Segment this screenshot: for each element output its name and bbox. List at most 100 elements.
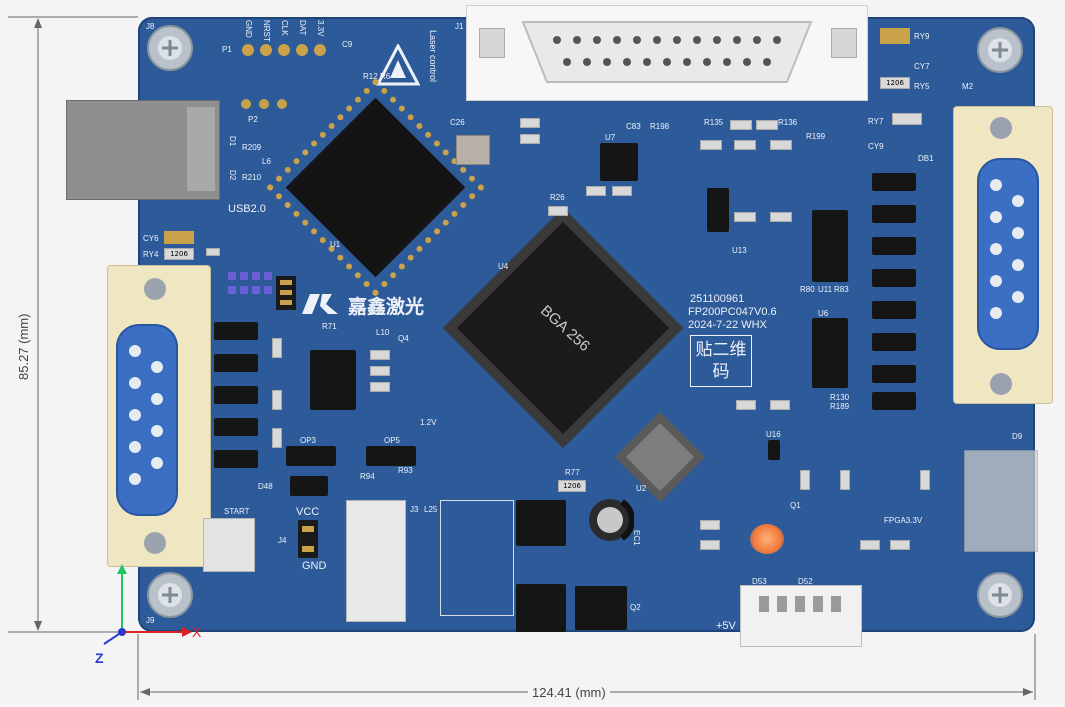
smd-25 — [890, 540, 910, 550]
ref-r198: R198 — [650, 122, 670, 131]
chip-u16 — [768, 440, 780, 460]
smd-21 — [770, 400, 790, 410]
electrolytic-cap-ec1 — [589, 499, 634, 541]
ref-ry9: RY9 — [914, 32, 930, 41]
ref-u7: U7 — [605, 133, 616, 142]
ref-u6: U6 — [818, 309, 829, 318]
mounting-hole-br — [977, 572, 1023, 618]
usb-label: USB2.0 — [228, 203, 266, 215]
diode-left-2 — [214, 354, 258, 372]
smd-17 — [272, 338, 282, 358]
ref-d1: D1 — [228, 136, 237, 147]
ref-l6: L6 — [262, 157, 271, 166]
diode-left-4 — [214, 418, 258, 436]
db9-left-connector — [107, 265, 211, 567]
ref-r189: R189 — [830, 402, 850, 411]
db9-right-connector — [953, 106, 1053, 404]
ref-u13: U13 — [732, 246, 747, 255]
inductor-large-1 — [516, 500, 566, 546]
ref-u16: U16 — [766, 430, 781, 439]
smd-20 — [736, 400, 756, 410]
jumper-led-header — [228, 272, 296, 310]
ref-r135: R135 — [704, 118, 724, 127]
ref-ry7: RY7 — [868, 117, 884, 126]
smd-27 — [800, 470, 810, 490]
ref-q2: Q2 — [630, 603, 641, 612]
inductor-l25 — [440, 500, 514, 616]
diode-right-3 — [872, 237, 916, 255]
ref-d9: D9 — [1012, 432, 1023, 441]
smd-10 — [770, 212, 792, 222]
crystal-y1 — [456, 135, 490, 165]
mounting-hole-m2 — [977, 27, 1023, 73]
smd-1 — [206, 248, 220, 256]
diode-right-4 — [872, 269, 916, 287]
ref-r83: R83 — [834, 285, 849, 294]
gnd-label: GND — [302, 560, 327, 572]
pin-label-33v: 3.3V — [316, 20, 325, 37]
board-id: 251100961 — [690, 293, 745, 305]
optocoupler-op3 — [286, 446, 336, 466]
jumper-j4 — [298, 520, 318, 558]
ref-j8: J8 — [146, 22, 155, 31]
fpga33v-label: FPGA3.3V — [884, 516, 923, 525]
start-label: START — [224, 507, 250, 516]
smd-24 — [860, 540, 880, 550]
ref-ec1: EC1 — [632, 530, 641, 546]
mounting-hole-j8 — [147, 25, 193, 71]
ref-r130: R130 — [830, 393, 850, 402]
ref-m2: M2 — [962, 82, 974, 91]
axis-z-label: Z — [95, 650, 104, 666]
ref-c83: C83 — [626, 122, 641, 131]
ref-u1: U1 — [330, 240, 341, 249]
height-dimension: 85.27 (mm) — [16, 313, 31, 380]
width-dimension: 124.41 (mm) — [528, 685, 610, 700]
diode-right-7 — [872, 365, 916, 383]
ref-d48: D48 — [258, 482, 273, 491]
ref-u2: U2 — [636, 484, 647, 493]
p1-header — [242, 44, 326, 56]
smd-14 — [370, 350, 390, 360]
esd-warning-icon — [376, 44, 420, 86]
ref-d52: D52 — [798, 577, 813, 586]
smd-13 — [612, 186, 632, 196]
ref-u4: U4 — [498, 262, 509, 271]
ref-r26: R26 — [550, 193, 565, 202]
ref-r209: R209 — [242, 143, 262, 152]
smd-9 — [734, 212, 756, 222]
mounting-hole-j9 — [147, 572, 193, 618]
resistor-ry7 — [892, 113, 922, 125]
laser-label: Laser control — [428, 30, 438, 83]
smd-26 — [920, 470, 930, 490]
p2-header — [241, 99, 287, 109]
ref-l25: L25 — [424, 505, 438, 514]
ref-l10: L10 — [376, 328, 390, 337]
smd-7 — [730, 120, 752, 130]
ref-q4: Q4 — [398, 334, 409, 343]
relay-ry9 — [880, 28, 910, 44]
ref-c26: C26 — [450, 118, 465, 127]
chip-u3 — [310, 350, 356, 410]
ref-d2: D2 — [228, 170, 237, 181]
header-j1-right — [964, 450, 1038, 552]
axis-x-label: X — [192, 624, 202, 640]
ref-d53: D53 — [752, 577, 767, 586]
ref-ry5: RY5 — [914, 82, 930, 91]
pin-label-dat: DAT — [298, 20, 307, 36]
ref-j4: J4 — [278, 536, 287, 545]
smd-15 — [370, 366, 390, 376]
ref-p2: P2 — [248, 115, 258, 124]
usb-connector — [66, 100, 220, 200]
regulator-q2 — [575, 586, 627, 630]
smd-4 — [700, 140, 722, 150]
brand-logo-icon — [302, 294, 338, 314]
qr-code-placeholder: 贴二维码 — [690, 335, 752, 387]
chip-u13 — [707, 188, 729, 232]
smd-28 — [840, 470, 850, 490]
ref-cy6: CY6 — [143, 234, 159, 243]
ref-r71: R71 — [322, 322, 337, 331]
ref-op3: OP3 — [300, 436, 317, 445]
ref-c9: C9 — [342, 40, 353, 49]
diode-d48 — [290, 476, 328, 496]
plus5v-label: +5V — [716, 620, 736, 632]
